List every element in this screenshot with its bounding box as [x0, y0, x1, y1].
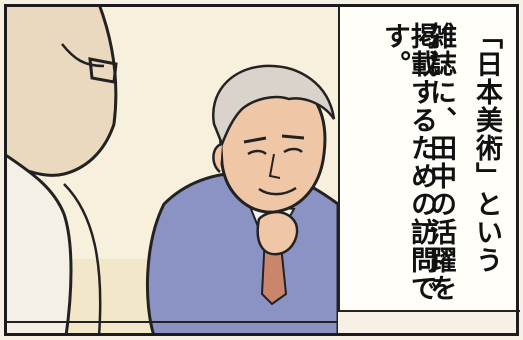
foreground-shirt — [4, 152, 73, 336]
caption-line-2: 雑誌に、田中の活躍を — [425, 22, 456, 302]
smile — [258, 186, 297, 196]
panel-border — [4, 4, 519, 336]
glasses-lens — [88, 57, 118, 84]
glasses-arm — [61, 43, 105, 68]
right-eye — [283, 147, 303, 154]
gray-hair — [211, 64, 336, 148]
panel-illustration — [4, 4, 338, 336]
seated-man — [145, 64, 338, 336]
foreground-man — [4, 4, 118, 336]
caption-line-3: 掲載するための訪問です。 — [379, 22, 437, 302]
caption-line-1: 「日本美術」という — [471, 22, 502, 274]
narration-box: 「日本美術」という 雑誌に、田中の活躍を 掲載するための訪問です。 — [338, 4, 520, 312]
left-eye — [247, 149, 267, 156]
